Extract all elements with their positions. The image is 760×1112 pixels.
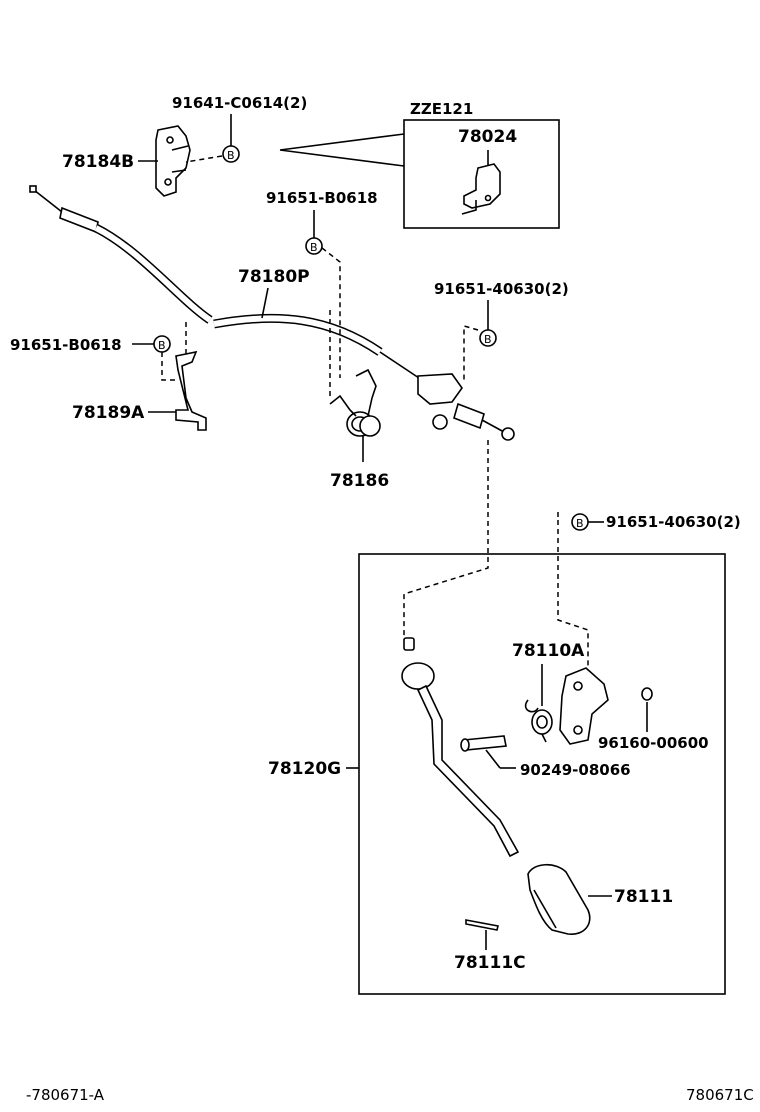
label-78024: 78024	[458, 127, 517, 147]
label-91641-c0614: 91641-C0614(2)	[172, 94, 307, 112]
footer-left-code: -780671-A	[26, 1086, 105, 1104]
throttle-cable-78180p	[29, 185, 515, 441]
label-78189a: 78189A	[72, 403, 145, 423]
grommet-96160-drawing	[641, 687, 653, 701]
label-78111: 78111	[614, 887, 673, 907]
label-78120g: 78120G	[268, 759, 341, 779]
pedal-assembly-box	[358, 553, 726, 995]
footer-right-code: 780671C	[686, 1086, 754, 1104]
bolt-symbol-icon: B	[305, 237, 323, 255]
label-78110a: 78110A	[512, 641, 585, 661]
pedal-arm-78120g-drawing	[401, 637, 520, 858]
clip-78189a-drawing	[175, 350, 207, 431]
detail-box-zze121	[403, 119, 560, 229]
bolt-symbol-icon: B	[571, 513, 589, 531]
bolt-symbol-icon: B	[479, 329, 497, 347]
bracket-78024-drawing	[461, 163, 501, 215]
pin-90249-drawing	[460, 735, 507, 752]
clip-78111c-drawing	[465, 919, 499, 931]
svg-text:B: B	[227, 149, 235, 162]
svg-text:B: B	[310, 241, 318, 254]
label-78184b: 78184B	[62, 152, 134, 172]
label-96160-00600: 96160-00600	[598, 734, 709, 752]
label-78186: 78186	[330, 471, 389, 491]
label-91651-40630-right: 91651-40630(2)	[606, 513, 741, 531]
label-91651-b0618-left: 91651-B0618	[10, 336, 122, 354]
label-78111c: 78111C	[454, 953, 526, 973]
svg-text:B: B	[484, 333, 492, 346]
bolt-symbol-icon: B	[153, 335, 171, 353]
label-zze121: ZZE121	[410, 100, 473, 118]
bolt-symbol-icon: B	[222, 145, 240, 163]
label-91651-40630-mid: 91651-40630(2)	[434, 280, 569, 298]
label-78180p: 78180P	[238, 267, 310, 287]
spring-drawing	[524, 699, 553, 743]
clip-78186-drawing	[329, 368, 381, 437]
svg-text:B: B	[576, 517, 584, 530]
svg-text:B: B	[158, 339, 166, 352]
bracket-78110a-drawing	[559, 667, 609, 745]
label-90249-08066: 90249-08066	[520, 761, 631, 779]
bracket-78184b-drawing	[155, 125, 191, 197]
pedal-pad-78111-drawing	[527, 863, 591, 935]
label-91651-b0618-top: 91651-B0618	[266, 189, 378, 207]
